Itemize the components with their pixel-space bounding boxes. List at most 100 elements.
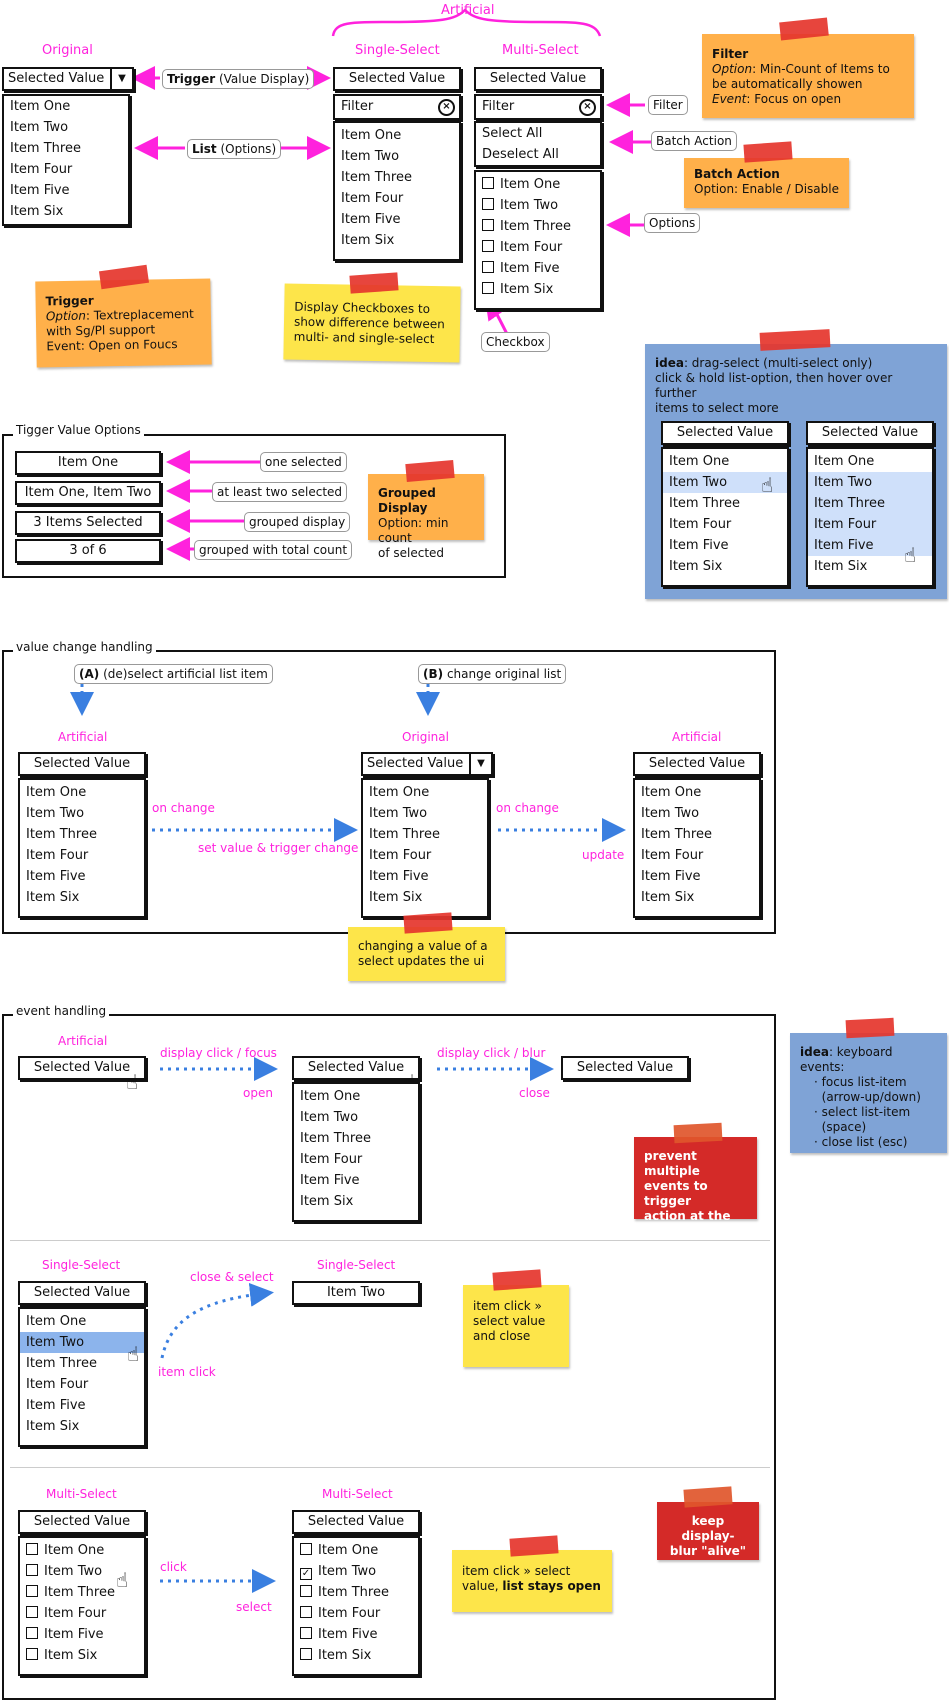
checkmark-icon[interactable]: ✓ <box>300 1568 312 1580</box>
list-item[interactable]: Item Three <box>341 170 412 185</box>
list-item[interactable]: Item Six <box>476 279 600 300</box>
list-item[interactable]: Item Six <box>26 1419 80 1434</box>
original-select[interactable]: Selected Value ▼ <box>361 752 493 776</box>
list-item[interactable]: Item One <box>20 1540 144 1561</box>
list-item[interactable]: Item Two <box>476 195 600 216</box>
select-all-button[interactable]: Select All <box>482 126 543 141</box>
list-item[interactable]: Item Four <box>300 1152 363 1167</box>
list-item[interactable]: Item Four <box>10 162 73 177</box>
list-item[interactable]: Item One <box>669 454 730 469</box>
list-item[interactable]: Item Five <box>294 1624 418 1645</box>
list-item-highlighted[interactable]: Item Four <box>808 514 932 535</box>
list-item[interactable]: Item Two <box>641 806 700 821</box>
list-item[interactable]: Item One <box>641 785 702 800</box>
checkbox-icon[interactable] <box>482 219 494 231</box>
list-item[interactable]: Item Two <box>10 120 69 135</box>
list-item[interactable]: Item Three <box>26 827 97 842</box>
list-item[interactable]: Item Six <box>300 1194 354 1209</box>
list-item[interactable]: Item Three <box>300 1131 371 1146</box>
list-item[interactable]: Item Five <box>26 869 86 884</box>
checkbox-icon[interactable] <box>300 1585 312 1597</box>
list-item[interactable]: Item One <box>341 128 402 143</box>
artificial-select-trigger[interactable]: Selected Value <box>18 752 146 776</box>
checkbox-icon[interactable] <box>482 240 494 252</box>
list-item[interactable]: Item Two <box>341 149 400 164</box>
list-item[interactable]: Item Two <box>369 806 428 821</box>
list-item[interactable]: Item Six <box>20 1645 144 1666</box>
artificial-select-trigger[interactable]: Selected Value <box>633 752 761 776</box>
open-select-trigger[interactable]: Selected Value <box>292 1056 420 1080</box>
checkbox-icon[interactable] <box>26 1543 38 1555</box>
list-item[interactable]: Item One <box>476 174 600 195</box>
list-item[interactable]: Item Four <box>20 1603 144 1624</box>
list-item[interactable]: Item Two <box>26 806 85 821</box>
list-item[interactable]: Item Two <box>300 1110 359 1125</box>
list-item[interactable]: Item Six <box>369 890 423 905</box>
drag-select-trigger-a[interactable]: Selected Value <box>661 421 789 445</box>
list-item[interactable]: Item Six <box>294 1645 418 1666</box>
list-item[interactable]: Item One <box>300 1089 361 1104</box>
list-item[interactable]: Item Five <box>20 1624 144 1645</box>
list-item[interactable]: Item Five <box>669 538 729 553</box>
list-item[interactable]: Item One <box>10 99 71 114</box>
list-item[interactable]: Item Four <box>26 848 89 863</box>
deselect-all-button[interactable]: Deselect All <box>482 147 559 162</box>
checkbox-icon[interactable] <box>26 1606 38 1618</box>
list-item[interactable]: Item Three <box>369 827 440 842</box>
dropdown-arrow-icon[interactable]: ▼ <box>110 69 132 89</box>
list-item-highlighted[interactable]: Item Two <box>663 472 787 493</box>
checkbox-icon[interactable] <box>482 198 494 210</box>
list-item[interactable]: Item Three <box>641 827 712 842</box>
multi-filter-input[interactable]: Filter × <box>474 94 602 120</box>
clear-icon[interactable]: × <box>579 99 596 116</box>
checkbox-icon[interactable] <box>26 1564 38 1576</box>
multi-select-trigger[interactable]: Selected Value <box>18 1510 146 1534</box>
checkbox-icon[interactable] <box>26 1648 38 1660</box>
list-item[interactable]: Item Three <box>26 1356 97 1371</box>
artificial-select-trigger[interactable]: Selected Value <box>18 1056 146 1080</box>
list-item[interactable]: Item Six <box>814 559 868 574</box>
list-item[interactable]: Item Five <box>341 212 401 227</box>
list-item[interactable]: Item Four <box>294 1603 418 1624</box>
list-item[interactable]: Item Four <box>641 848 704 863</box>
list-item[interactable]: Item Six <box>641 890 695 905</box>
checkbox-icon[interactable] <box>300 1606 312 1618</box>
list-item[interactable]: Item Three <box>476 216 600 237</box>
list-item[interactable]: Item Five <box>369 869 429 884</box>
single-select-trigger[interactable]: Selected Value <box>333 67 461 91</box>
multi-select-trigger[interactable]: Selected Value <box>474 67 602 91</box>
list-item[interactable]: Item One <box>814 454 875 469</box>
original-select[interactable]: Selected Value ▼ <box>2 67 134 91</box>
single-filter-input[interactable]: Filter × <box>333 94 461 120</box>
list-item[interactable]: Item Four <box>26 1377 89 1392</box>
checkbox-icon[interactable] <box>482 261 494 273</box>
single-select-trigger[interactable]: Selected Value <box>18 1281 146 1305</box>
checkbox-icon[interactable] <box>482 282 494 294</box>
list-item-checked[interactable]: ✓Item Two <box>300 1564 377 1580</box>
list-item[interactable]: Item Five <box>641 869 701 884</box>
list-item-highlighted[interactable]: Item Two <box>808 472 932 493</box>
list-item[interactable]: Item One <box>369 785 430 800</box>
list-item-selected[interactable]: Item Two <box>20 1332 144 1353</box>
list-item[interactable]: Item One <box>26 1314 87 1329</box>
list-item[interactable]: Item Five <box>26 1398 86 1413</box>
list-item[interactable]: Item Five <box>10 183 70 198</box>
checkbox-icon[interactable] <box>300 1627 312 1639</box>
list-item[interactable]: Item Six <box>26 890 80 905</box>
list-item[interactable]: Item One <box>294 1540 418 1561</box>
list-item[interactable]: Item Five <box>300 1173 360 1188</box>
checkbox-icon[interactable] <box>26 1627 38 1639</box>
list-item[interactable]: Item One <box>26 785 87 800</box>
list-item[interactable]: Item Three <box>294 1582 418 1603</box>
checkbox-icon[interactable] <box>26 1585 38 1597</box>
closed-select-trigger[interactable]: Selected Value <box>561 1056 689 1080</box>
dropdown-arrow-icon[interactable]: ▼ <box>469 754 491 774</box>
multi-select-trigger[interactable]: Selected Value <box>292 1510 420 1534</box>
drag-select-trigger-b[interactable]: Selected Value <box>806 421 934 445</box>
list-item[interactable]: Item Four <box>341 191 404 206</box>
list-item[interactable]: Item Two <box>20 1561 144 1582</box>
list-item[interactable]: Item Three <box>10 141 81 156</box>
list-item[interactable]: Item Four <box>669 517 732 532</box>
list-item[interactable]: Item Six <box>341 233 395 248</box>
list-item[interactable]: Item Five <box>476 258 600 279</box>
